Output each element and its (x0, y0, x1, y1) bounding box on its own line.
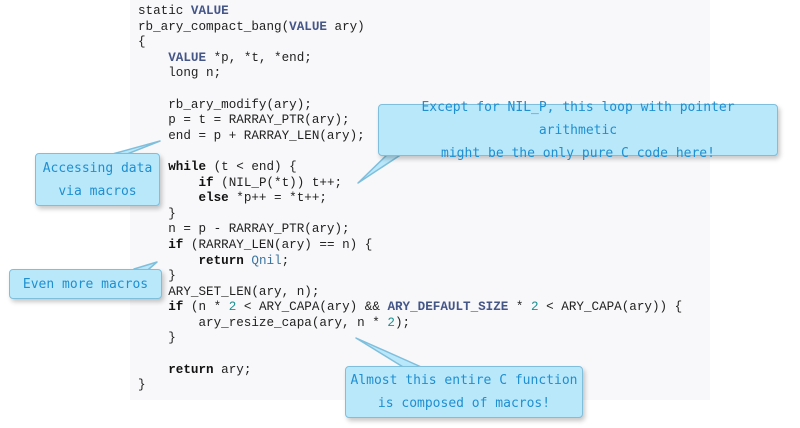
code-line: long n; (138, 66, 221, 80)
code-line: if (RARRAY_LEN(ary) == n) { (138, 238, 372, 252)
code-token: ARY_SET_LEN(ary, n); (138, 284, 320, 299)
code-token: } (168, 269, 176, 284)
code-token: if (198, 175, 214, 190)
code-token: 2 (228, 300, 237, 315)
code-line: rb_ary_compact_bang(VALUE ary) (138, 20, 365, 34)
code-token: ); (394, 315, 411, 330)
code-token: VALUE (190, 4, 229, 18)
code-token: while (168, 159, 207, 174)
code-token: if (168, 237, 184, 252)
code-token: 2 (387, 315, 395, 330)
code-token: } (138, 331, 176, 346)
code-token: ARY_DEFAULT_SIZE (387, 300, 509, 315)
callout-pointer-loop-line1: Except for NIL_P, this loop with pointer… (421, 99, 735, 138)
code-token: n = p - RARRAY_PTR(ary); (138, 222, 350, 237)
code-token: { (138, 35, 146, 50)
code-token: return (198, 253, 244, 268)
code-token: VALUE (289, 19, 327, 34)
code-line: static VALUE (138, 4, 229, 18)
code-token: < ARY_CAPA(ary) && (236, 300, 388, 315)
code-token: rb_ary_compact_bang( (138, 19, 290, 34)
code-line: } (138, 207, 176, 221)
code-token: else (198, 191, 229, 206)
code-token: *p++ = *t++; (228, 191, 327, 206)
code-line: if (NIL_P(*t)) t++; (138, 176, 342, 190)
code-line: } (138, 269, 176, 283)
code-line: ary_resize_capa(ary, n * 2); (138, 316, 410, 330)
code-token: ary) (326, 19, 365, 34)
code-line: VALUE *p, *t, *end; (138, 51, 312, 65)
code-line: ARY_SET_LEN(ary, n); (138, 285, 319, 299)
code-token: if (168, 300, 184, 315)
code-line: return ary; (138, 363, 251, 377)
code-line: } (138, 331, 176, 345)
code-panel (130, 0, 710, 400)
code-token: (RARRAY_LEN(ary) == n) { (183, 237, 373, 252)
code-line: return Qnil; (138, 254, 289, 268)
code-listing: static VALUE rb_ary_compact_bang(VALUE a… (138, 4, 682, 394)
callout-accessing-data: Accessing data via macros (35, 153, 160, 206)
code-token: } (138, 206, 176, 221)
code-token: (t < end) { (206, 159, 297, 174)
code-token: ary; (213, 362, 252, 377)
code-token: end = p + RARRAY_LEN(ary); (138, 128, 365, 143)
code-token: return (168, 362, 214, 377)
code-token: } (138, 378, 146, 393)
callout-more-macros: Even more macros (9, 269, 162, 299)
code-line: else *p++ = *t++; (138, 191, 327, 206)
code-token: (NIL_P(*t)) t++; (213, 175, 343, 190)
code-token: ary_resize_capa(ary, n * (138, 315, 388, 330)
callout-pointer-loop-line2: might be the only pure C code here! (441, 145, 715, 161)
code-line: rb_ary_modify(ary); (138, 98, 312, 112)
callout-accessing-data-line1: Accessing data (42, 160, 153, 176)
code-line: if (n * 2 < ARY_CAPA(ary) && ARY_DEFAULT… (138, 300, 682, 314)
callout-entire-function-line2: is composed of macros! (377, 396, 551, 411)
callout-more-macros-line1: Even more macros (22, 276, 149, 292)
code-token: < ARY_CAPA(ary)) { (538, 300, 683, 315)
code-token: rb_ary_modify(ary); (138, 97, 312, 112)
callout-pointer-loop: Except for NIL_P, this loop with pointer… (378, 100, 778, 161)
code-token: 2 (531, 300, 539, 315)
code-line: p = t = RARRAY_PTR(ary); (138, 113, 350, 128)
callout-accessing-data-line2: via macros (58, 183, 137, 199)
code-token: p = t = RARRAY_PTR(ary); (138, 113, 350, 128)
callout-entire-function: Almost this entire C function is compose… (345, 366, 583, 418)
code-line: end = p + RARRAY_LEN(ary); (138, 129, 365, 143)
code-token: *p, *t, *end; (206, 50, 312, 65)
code-line: } (138, 378, 146, 392)
code-line: n = p - RARRAY_PTR(ary); (138, 222, 350, 237)
code-token: Qnil (251, 253, 282, 268)
code-token: long n; (138, 66, 222, 81)
code-token: static (138, 4, 191, 18)
callout-entire-function-line1: Almost this entire C function (350, 373, 578, 388)
code-line: { (138, 35, 146, 49)
code-token: VALUE (168, 50, 207, 65)
code-token: ; (281, 253, 290, 268)
code-token: (n * (183, 300, 229, 315)
code-line: while (t < end) { (138, 160, 297, 174)
code-token: * (508, 300, 532, 315)
